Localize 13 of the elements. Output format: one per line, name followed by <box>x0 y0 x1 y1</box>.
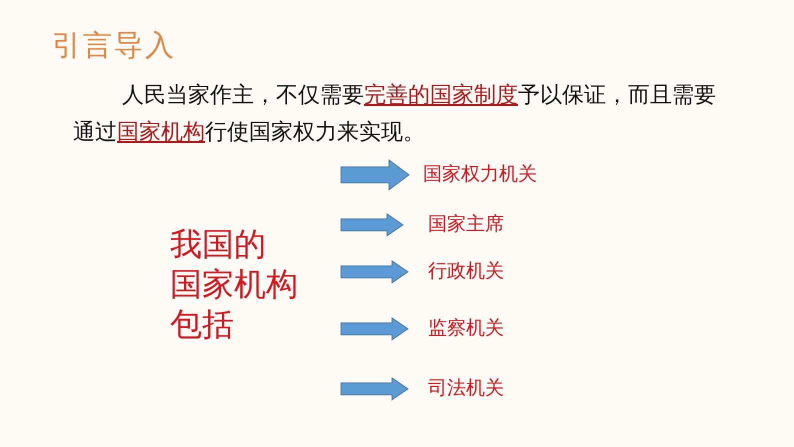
block-arrow <box>340 213 404 237</box>
organ-label: 国家权力机关 <box>409 163 537 187</box>
organ-label: 司法机关 <box>408 377 504 401</box>
heading-text: 我国的国家机构包括 <box>170 224 298 344</box>
organ-label: 监察机关 <box>408 317 504 341</box>
block-arrow <box>340 159 410 191</box>
organ-label: 行政机关 <box>408 260 504 284</box>
block-arrow <box>340 317 409 341</box>
slide-title: 引言导入 <box>52 27 176 64</box>
block-arrow <box>340 377 409 401</box>
organ-label: 国家主席 <box>403 213 504 237</box>
intro-paragraph: 人民当家作主，不仅需要完善的国家制度予以保证，而且需要通过国家机构行使国家权力来实现。 <box>73 82 717 147</box>
block-arrow <box>340 260 409 284</box>
